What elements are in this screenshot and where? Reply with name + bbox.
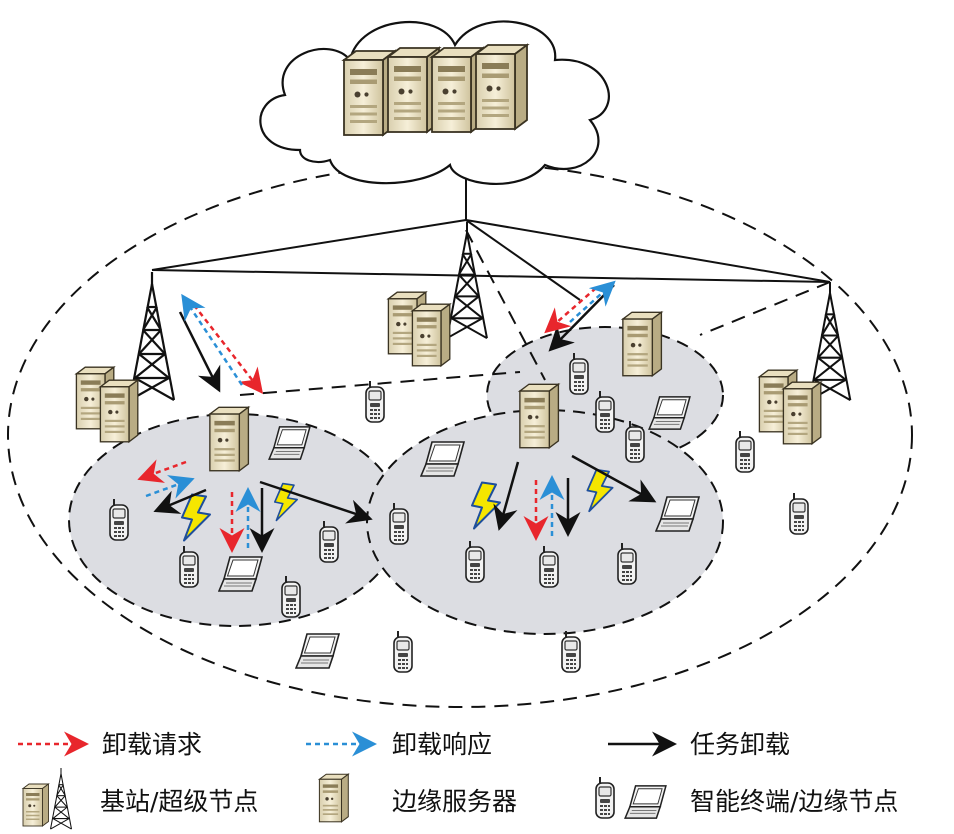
legend-offload-response: 卸载响应 bbox=[392, 730, 492, 759]
phone-icon bbox=[539, 545, 559, 588]
server-icon bbox=[318, 773, 349, 823]
server-icon bbox=[622, 311, 663, 377]
phone-icon bbox=[595, 390, 615, 433]
cloud-servers bbox=[343, 44, 528, 136]
offload-arrows bbox=[137, 280, 657, 553]
phone-icon bbox=[319, 520, 339, 563]
offload-response-arrow bbox=[569, 280, 616, 323]
phone-icon bbox=[569, 352, 589, 395]
server-icon bbox=[475, 44, 528, 130]
task-offload-arrow bbox=[178, 311, 221, 393]
offload-request-arrow bbox=[544, 287, 597, 334]
server-icon bbox=[411, 303, 451, 367]
phone-icon bbox=[625, 420, 645, 463]
tower-icon bbox=[49, 768, 73, 830]
task-offload-arrow bbox=[153, 488, 207, 514]
phone-icon bbox=[393, 630, 413, 673]
server-icon bbox=[209, 406, 250, 472]
server-icon bbox=[99, 379, 139, 443]
phone-icon bbox=[281, 575, 301, 618]
task-offload-arrow bbox=[259, 480, 373, 524]
server-icon bbox=[519, 383, 560, 449]
phone-icon bbox=[179, 545, 199, 588]
phone-icon bbox=[365, 380, 385, 423]
phone-icon bbox=[465, 540, 485, 583]
server-icon bbox=[782, 381, 822, 445]
legend-offload-request: 卸载请求 bbox=[102, 730, 202, 759]
legend-task-offload: 任务卸载 bbox=[690, 730, 790, 759]
phone-icon bbox=[109, 498, 129, 541]
legend-edge-server: 边缘服务器 bbox=[392, 787, 517, 816]
offload-request-arrow bbox=[137, 459, 187, 483]
offload-response-arrow bbox=[145, 475, 195, 499]
phone-icon bbox=[735, 430, 755, 473]
legend: 卸载请求 卸载响应 任务卸载 基站/超级节点 边缘服务器 智能终端/边缘节点 bbox=[18, 730, 898, 830]
offload-response-arrow bbox=[181, 293, 244, 386]
laptop-icon bbox=[295, 633, 340, 669]
dashed-links bbox=[239, 229, 831, 396]
tower-icon bbox=[445, 222, 489, 340]
task-offload-arrow bbox=[571, 454, 657, 503]
laptop-icon bbox=[624, 785, 667, 819]
phone-icon bbox=[561, 630, 581, 673]
phone-icon bbox=[595, 776, 615, 819]
legend-base-station: 基站/超级节点 bbox=[100, 787, 258, 816]
phone-icon bbox=[389, 502, 409, 545]
task-offload-arrow bbox=[493, 461, 520, 531]
legend-terminal: 智能终端/边缘节点 bbox=[690, 787, 898, 816]
server-icon bbox=[22, 783, 49, 827]
phone-icon bbox=[789, 492, 809, 535]
offload-request-arrow bbox=[193, 304, 264, 394]
phone-icon bbox=[617, 542, 637, 585]
backbone-links bbox=[151, 168, 831, 301]
